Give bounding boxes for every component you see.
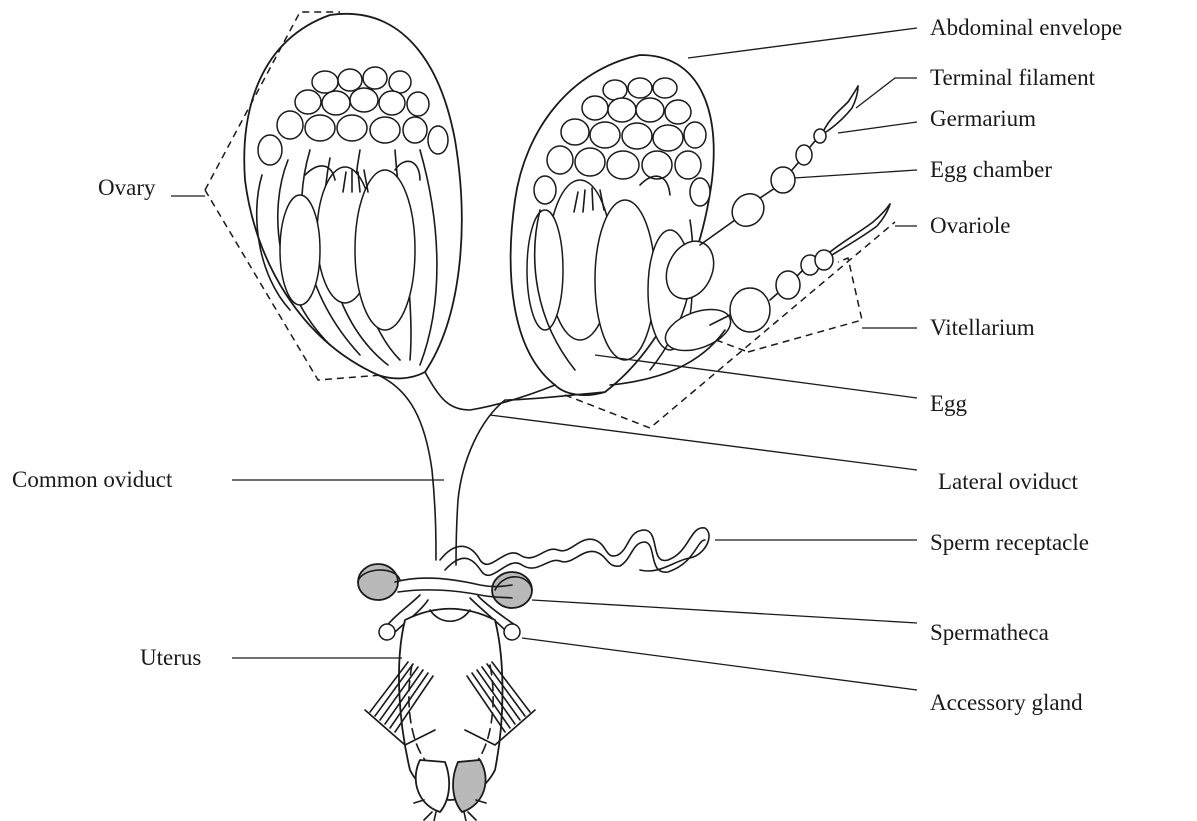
label-vitellarium: Vitellarium	[930, 315, 1035, 340]
label-lateral-oviduct: Lateral oviduct	[938, 469, 1078, 494]
right-ovary	[511, 55, 736, 395]
left-ovary	[244, 14, 461, 379]
label-sperm-receptacle: Sperm receptacle	[930, 530, 1089, 555]
label-ovary: Ovary	[98, 175, 156, 200]
spermatheca-left	[358, 564, 400, 600]
label-germarium: Germarium	[930, 106, 1036, 131]
label-egg: Egg	[930, 391, 968, 416]
label-terminal-filament: Terminal filament	[930, 65, 1096, 90]
label-spermatheca: Spermatheca	[930, 620, 1049, 645]
label-ovariole: Ovariole	[930, 213, 1010, 238]
label-egg-chamber: Egg chamber	[930, 157, 1052, 182]
oviducts	[378, 372, 605, 565]
sperm-receptacle	[440, 528, 709, 576]
label-uterus: Uterus	[140, 645, 201, 670]
label-abdominal-envelope: Abdominal envelope	[930, 15, 1122, 40]
label-accessory-gland: Accessory gland	[930, 690, 1083, 715]
upper-ovariole	[700, 86, 858, 245]
label-common-oviduct: Common oviduct	[12, 467, 173, 492]
spermatheca-right	[492, 572, 532, 608]
